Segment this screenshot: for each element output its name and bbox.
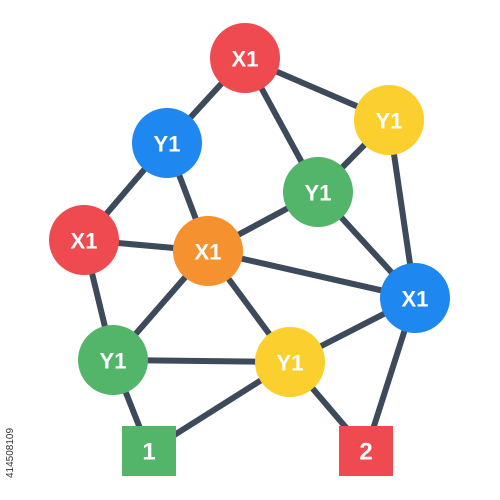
node-circle (380, 263, 450, 333)
node-label: X1 (232, 47, 259, 72)
node-label: Y1 (277, 351, 304, 376)
node-circle (354, 85, 424, 155)
node-label: Y1 (305, 181, 332, 206)
node-circle (132, 108, 202, 178)
node-n2: Y1 (132, 108, 202, 178)
terminal-t1: 1 (122, 426, 176, 476)
node-n7: X1 (380, 263, 450, 333)
stock-id-text: 414508109 (5, 428, 16, 478)
node-circle (49, 205, 119, 275)
edge-n6-n7 (205, 248, 418, 301)
node-circle (283, 157, 353, 227)
terminal-label: 1 (142, 439, 155, 466)
node-n9: Y1 (255, 327, 325, 397)
terminal-t2: 2 (339, 426, 393, 476)
node-label: Y1 (376, 109, 403, 134)
node-circle (173, 216, 243, 286)
node-label: Y1 (154, 132, 181, 157)
node-n8: Y1 (78, 325, 148, 395)
node-n6: X1 (173, 216, 243, 286)
node-circle (210, 23, 280, 93)
terminal-label: 2 (359, 439, 372, 466)
node-n3: Y1 (354, 85, 424, 155)
stock-id-watermark: 414508109 (5, 428, 16, 478)
node-circle (78, 325, 148, 395)
node-label: X1 (71, 229, 98, 254)
node-n4: Y1 (283, 157, 353, 227)
node-n5: X1 (49, 205, 119, 275)
terminal-box (339, 426, 393, 476)
node-n1: X1 (210, 23, 280, 93)
node-label: X1 (195, 240, 222, 265)
node-label: X1 (402, 287, 429, 312)
node-circle (255, 327, 325, 397)
terminal-box (122, 426, 176, 476)
node-label: Y1 (100, 349, 127, 374)
